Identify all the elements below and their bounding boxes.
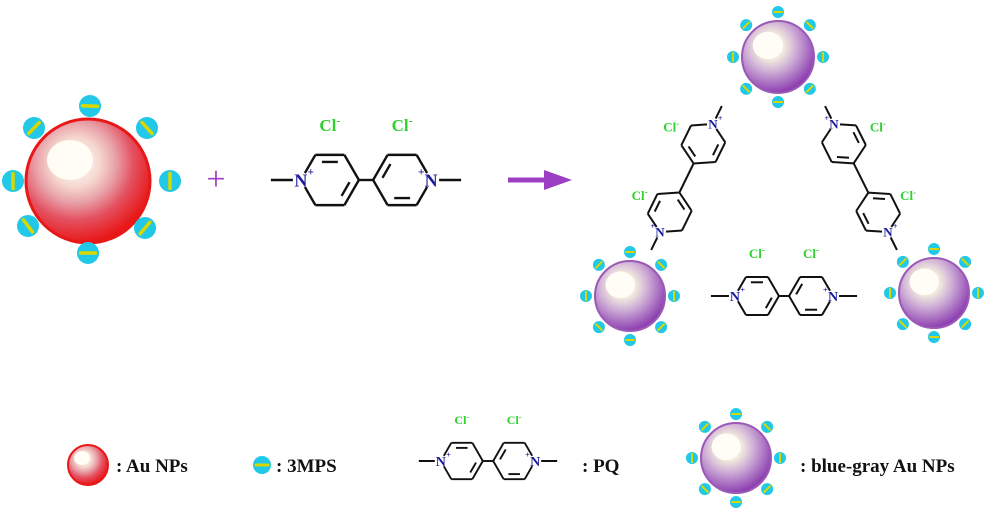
- 3mps-ligand: [730, 496, 742, 508]
- 3mps-ligand: [803, 82, 816, 95]
- nitrogen-atom-label: N: [425, 170, 438, 190]
- positive-charge-label: +: [418, 167, 424, 179]
- 3mps-ligand: [817, 51, 829, 63]
- 3mps-ligand: [774, 452, 786, 464]
- 3mps-ligand: [740, 82, 753, 95]
- 3mps-ligand: [761, 483, 774, 496]
- 3mps-ligand: [77, 242, 99, 264]
- nitrogen-atom-label: N: [730, 290, 740, 305]
- legend: : Au NPs : 3MPS : PQ : blue-gray Au NPs: [67, 444, 955, 486]
- 3mps-ligand: [972, 287, 984, 299]
- legend-au-np-icon: [67, 444, 109, 486]
- 3mps-ligand: [772, 6, 784, 18]
- 3mps-ligand: [959, 255, 972, 268]
- 3mps-ligand: [79, 95, 101, 117]
- 3mps-ligand: [896, 255, 909, 268]
- legend-3mps-label: : 3MPS: [276, 456, 337, 477]
- 3mps-ligand: [136, 117, 158, 139]
- 3mps-ligand: [928, 331, 940, 343]
- legend-blue-gray-au-np-icon: [686, 408, 786, 508]
- legend-pq-label: : PQ: [582, 456, 619, 477]
- chloride-ion-label: Cl-: [663, 119, 679, 135]
- reaction-arrow: [508, 170, 572, 190]
- blue-gray-au-np-right: [884, 243, 984, 343]
- nitrogen-atom-label: N: [708, 117, 718, 132]
- positive-charge-label: +: [718, 114, 723, 123]
- 3mps-ligand: [655, 258, 668, 271]
- blue-gray-au-nps: [580, 6, 984, 508]
- reaction-plus-sign: +: [206, 161, 225, 198]
- 3mps-ligand: [928, 243, 940, 255]
- chloride-ion-label: Cl-: [632, 187, 648, 203]
- blue-gray-au-np-top: [727, 6, 829, 108]
- 3mps-ligand: [668, 290, 680, 302]
- 3mps-ligand: [624, 334, 636, 346]
- chloride-ion-label: Cl-: [454, 412, 469, 427]
- 3mps-ligand: [884, 287, 896, 299]
- 3mps-ligand: [740, 19, 753, 32]
- 3mps-ligand: [959, 318, 972, 331]
- positive-charge-label: +: [825, 114, 830, 123]
- positive-charge-label: +: [525, 450, 530, 460]
- nitrogen-atom-label: N: [436, 455, 446, 470]
- 3mps-ligand: [592, 321, 605, 334]
- legend-blue-gray-label: : blue-gray Au NPs: [800, 456, 955, 477]
- 3mps-ligand: [2, 170, 24, 192]
- 3mps-ligand: [159, 170, 181, 192]
- 3mps-ligand: [761, 420, 774, 433]
- legend-au-nps-label: : Au NPs: [116, 456, 188, 477]
- 3mps-ligand: [698, 420, 711, 433]
- paraquat-reactant: N+N+Cl-Cl-: [270, 114, 462, 207]
- 3mps-ligand: [592, 258, 605, 271]
- 3mps-ligand: [896, 318, 909, 331]
- positive-charge-label: +: [651, 222, 656, 231]
- 3mps-ligand: [580, 290, 592, 302]
- chloride-ion-label: Cl-: [319, 114, 340, 135]
- legend-paraquat-icon: N+N+Cl-Cl-: [418, 412, 558, 481]
- 3mps-ligand: [655, 321, 668, 334]
- 3mps-ligand: [730, 408, 742, 420]
- paraquat-bridge-left: N+N+Cl-Cl-: [632, 105, 727, 251]
- chloride-ion-label: Cl-: [507, 412, 522, 427]
- nitrogen-atom-label: N: [883, 225, 893, 240]
- chloride-ion-label: Cl-: [900, 187, 916, 203]
- 3mps-ligand: [134, 217, 156, 239]
- 3mps-ligand: [23, 117, 45, 139]
- positive-charge-label: +: [823, 285, 828, 295]
- nitrogen-atom-label: N: [530, 455, 540, 470]
- 3mps-ligands-large: [2, 95, 181, 264]
- 3mps-ligand: [772, 96, 784, 108]
- 3mps-ligand: [253, 456, 271, 474]
- chloride-ion-label: Cl-: [392, 114, 413, 135]
- 3mps-ligand: [624, 246, 636, 258]
- nitrogen-atom-label: N: [828, 290, 838, 305]
- chloride-ion-label: Cl-: [749, 245, 765, 261]
- paraquat-molecules: N+N+Cl-Cl-N+N+Cl-Cl-N+N+Cl-Cl-N+N+Cl-Cl-…: [270, 105, 916, 481]
- chloride-ion-label: Cl-: [870, 119, 886, 135]
- nitrogen-atom-label: N: [294, 170, 307, 190]
- paraquat-bridge-right: N+N+Cl-Cl-: [820, 105, 916, 251]
- legend-3mps-icon: [253, 456, 271, 474]
- au-np-large: [24, 117, 152, 245]
- 3mps-ligand: [727, 51, 739, 63]
- nitrogen-atom-label: N: [655, 225, 665, 240]
- positive-charge-label: +: [308, 167, 314, 179]
- positive-charge-label: +: [446, 450, 451, 460]
- paraquat-bridge-bottom: N+N+Cl-Cl-: [710, 245, 858, 317]
- blue-gray-au-np-left: [580, 246, 680, 346]
- 3mps-ligand: [17, 215, 39, 237]
- 3mps-ligand: [803, 19, 816, 32]
- 3mps-ligand: [686, 452, 698, 464]
- positive-charge-label: +: [893, 222, 898, 231]
- 3mps-ligand: [698, 483, 711, 496]
- chloride-ion-label: Cl-: [803, 245, 819, 261]
- positive-charge-label: +: [740, 285, 745, 295]
- nitrogen-atom-label: N: [829, 117, 839, 132]
